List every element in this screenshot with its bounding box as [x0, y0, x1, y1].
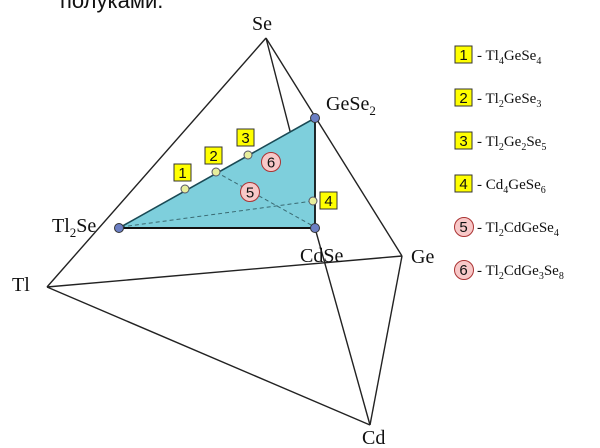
badge-4: 4 — [319, 191, 338, 210]
legend-formula-3: - Tl2Ge2Se5 — [477, 134, 546, 153]
label-cdse: CdSe — [300, 245, 343, 267]
node-cdse — [310, 223, 320, 233]
header-text-fragment: полуками. — [60, 0, 164, 13]
legend-badge-number-5: 5 — [459, 219, 467, 236]
diagram-badges: 1 2 3 4 5 6 — [173, 128, 338, 210]
legend-badge-3 — [454, 131, 473, 150]
legend-item-2: 2 - Tl2GeSe3 — [454, 88, 541, 110]
label-gese2: GeSe2 — [326, 93, 376, 118]
legend-badge-number-4: 4 — [459, 176, 467, 193]
svg-text:4: 4 — [324, 193, 332, 210]
badge-6: 6 — [261, 152, 281, 172]
node-tl2se — [114, 223, 124, 233]
legend-formula-6: - Tl2CdGe3Se8 — [477, 263, 564, 282]
legend-item-1: 1 - Tl4GeSe4 — [454, 45, 541, 67]
legend-item-5: 5 - Tl2CdGeSe4 — [454, 217, 559, 239]
edge-tl-ge — [46, 255, 403, 288]
legend-badge-number-6: 6 — [459, 262, 467, 279]
badge-1: 1 — [173, 163, 192, 182]
svg-text:6: 6 — [267, 155, 275, 172]
node-compound-2 — [211, 167, 221, 177]
tie-lines — [120, 171, 314, 228]
tie-line-2-cdse — [215, 171, 314, 227]
legend-item-3: 3 - Tl2Ge2Se5 — [454, 131, 546, 153]
legend: 1 - Tl4GeSe4 2 - Tl2GeSe3 3 - Tl2Ge2Se5 4 -… — [454, 45, 564, 282]
edge-tl-cd — [46, 286, 371, 426]
binary-nodes — [114, 113, 320, 233]
edge-ge-cd — [369, 255, 403, 426]
legend-badge-number-2: 2 — [459, 90, 467, 107]
tie-line-tl2se-4 — [120, 200, 314, 228]
compound-nodes — [180, 150, 318, 206]
legend-formula-5: - Tl2CdGeSe4 — [477, 220, 559, 239]
legend-badge-number-1: 1 — [459, 47, 467, 64]
legend-badge-5 — [454, 217, 474, 237]
svg-text:5: 5 — [246, 185, 254, 202]
svg-text:2: 2 — [209, 148, 217, 165]
svg-text:1: 1 — [178, 165, 186, 182]
label-tl2se: Tl2Se — [52, 215, 96, 240]
legend-formula-4: - Cd4GeSe6 — [477, 177, 546, 196]
vertex-label-cd: Cd — [362, 427, 385, 448]
node-compound-4 — [308, 196, 318, 206]
legend-badge-4 — [454, 174, 473, 193]
badge-3: 3 — [236, 128, 255, 147]
node-gese2 — [310, 113, 320, 123]
vertex-label-ge: Ge — [411, 246, 434, 268]
legend-badge-2 — [454, 88, 473, 107]
badge-2: 2 — [204, 146, 223, 165]
legend-badge-number-3: 3 — [459, 133, 467, 150]
svg-text:3: 3 — [241, 130, 249, 147]
node-compound-3 — [243, 150, 253, 160]
legend-item-6: 6 - Tl2CdGe3Se8 — [454, 260, 564, 282]
legend-badge-6 — [454, 260, 474, 280]
edge-se-tl — [46, 37, 267, 288]
edge-cdse-cd — [314, 227, 371, 426]
edge-se-ge — [265, 37, 403, 257]
node-compound-1 — [180, 184, 190, 194]
vertex-label-se: Se — [252, 13, 272, 35]
legend-badge-1 — [454, 45, 473, 64]
legend-formula-2: - Tl2GeSe3 — [477, 91, 541, 110]
legend-formula-1: - Tl4GeSe4 — [477, 48, 541, 67]
vertex-label-tl: Tl — [12, 274, 30, 296]
legend-item-4: 4 - Cd4GeSe6 — [454, 174, 546, 196]
badge-5: 5 — [240, 182, 260, 202]
